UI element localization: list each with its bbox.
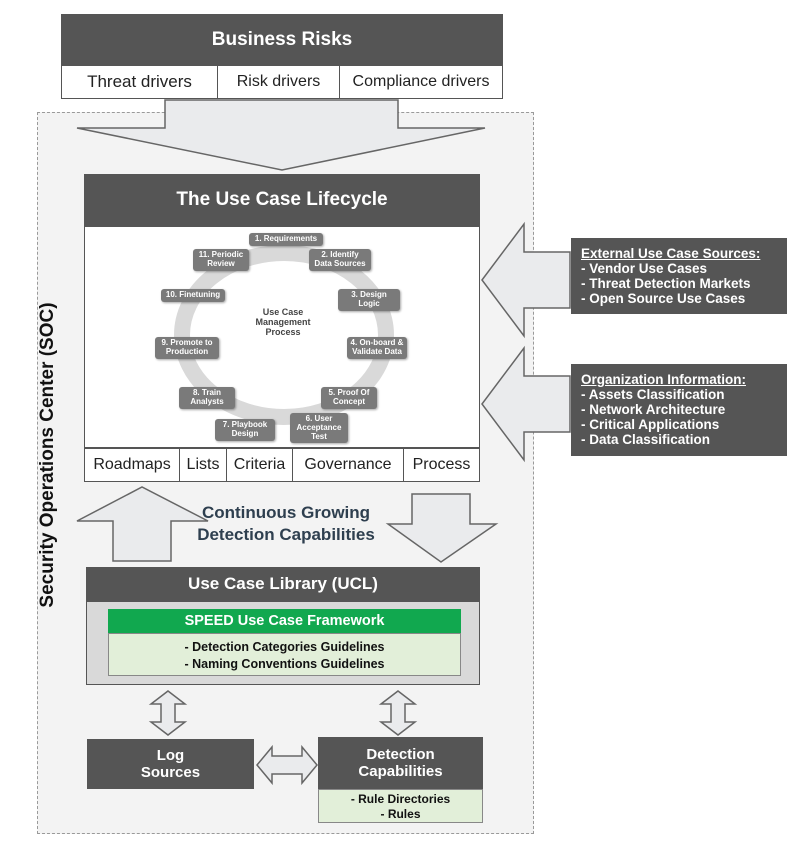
business-risks-title: Business Risks [61, 14, 503, 65]
framework-item: - Naming Conventions Guidelines [184, 657, 385, 671]
log-sources-box: Log Sources [87, 739, 254, 789]
tab-criteria: Criteria [226, 449, 292, 481]
left-arrow-org [481, 345, 571, 463]
org-info-item: - Assets Classification [581, 387, 725, 402]
lifecycle-tabs: Roadmaps Lists Criteria Governance Proce… [84, 448, 480, 482]
framework-item: - Detection Categories Guidelines [184, 640, 385, 654]
step-5: 5. Proof Of Concept [321, 387, 377, 409]
detection-capabilities-box: Detection Capabilities [318, 737, 483, 789]
step-8: 8. Train Analysts [179, 387, 235, 409]
up-arrow-left [76, 486, 209, 562]
detection-capabilities-items: - Rule Directories - Rules [318, 789, 483, 823]
org-info-item: - Critical Applications [581, 417, 720, 432]
business-risks-drivers-row: Threat drivers Risk drivers Compliance d… [61, 65, 503, 99]
tab-lists: Lists [179, 449, 226, 481]
external-source-item: - Vendor Use Cases [581, 261, 708, 276]
cycle-ring [174, 245, 394, 425]
threat-drivers-cell: Threat drivers [87, 72, 192, 91]
step-1: 1. Requirements [249, 233, 323, 246]
continuous-line-1: Continuous Growing [201, 503, 371, 522]
double-arrow-horizontal [256, 744, 318, 786]
step-3: 3. Design Logic [338, 289, 400, 311]
speed-framework-items: - Detection Categories Guidelines - Nami… [108, 633, 461, 676]
step-2: 2. Identify Data Sources [309, 249, 371, 271]
external-sources-heading: External Use Case Sources: [581, 246, 761, 261]
external-source-item: - Open Source Use Cases [581, 291, 746, 306]
continuous-growing-text: Continuous Growing Detection Capabilitie… [186, 502, 386, 546]
step-6: 6. User Acceptance Test [290, 413, 348, 444]
risk-drivers-cell: Risk drivers [217, 66, 339, 98]
double-arrow-left [148, 690, 188, 736]
tab-governance: Governance [292, 449, 403, 481]
step-9: 9. Promote to Production [155, 337, 219, 359]
left-arrow-external [481, 221, 571, 339]
external-source-item: - Threat Detection Markets [581, 276, 751, 291]
speed-framework-title: SPEED Use Case Framework [108, 609, 461, 633]
lifecycle-diagram: Use Case Management Process 1. Requireme… [84, 226, 480, 448]
org-info-item: - Network Architecture [581, 402, 726, 417]
org-info-heading: Organization Information: [581, 372, 746, 387]
step-10: 10. Finetuning [161, 289, 225, 302]
org-info-box: Organization Information: - Assets Class… [571, 364, 787, 456]
cycle-center-label: Use Case Management Process [255, 307, 311, 337]
down-arrow-risks [76, 99, 486, 171]
double-arrow-right [378, 690, 418, 736]
ucl-title: Use Case Library (UCL) [86, 567, 480, 601]
org-info-item: - Data Classification [581, 432, 711, 447]
external-sources-box: External Use Case Sources: - Vendor Use … [571, 238, 787, 314]
tab-process: Process [403, 449, 479, 481]
continuous-line-2: Detection Capabilities [197, 525, 375, 544]
detection-item: - Rules [380, 807, 421, 821]
lifecycle-title: The Use Case Lifecycle [84, 174, 480, 226]
step-4: 4. On-board & Validate Data [347, 337, 407, 359]
down-arrow-right [385, 493, 499, 563]
detection-item: - Rule Directories [350, 792, 451, 806]
step-11: 11. Periodic Review [193, 249, 249, 271]
step-7: 7. Playbook Design [215, 419, 275, 441]
tab-roadmaps: Roadmaps [93, 456, 171, 473]
compliance-drivers-cell: Compliance drivers [339, 66, 502, 98]
